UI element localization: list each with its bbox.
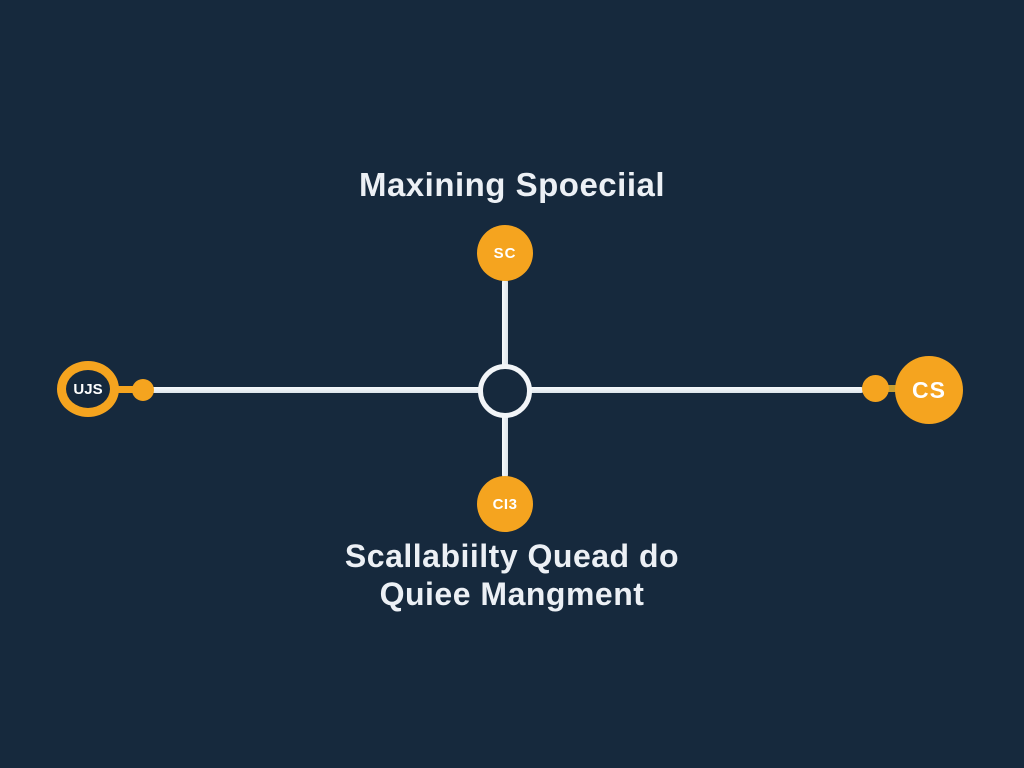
center-hub-ring bbox=[478, 364, 532, 418]
left-connector-dot bbox=[132, 379, 154, 401]
bottom-node-label: CI3 bbox=[492, 495, 518, 513]
right-node-label: CS bbox=[912, 376, 946, 403]
bottom-node: CI3 bbox=[477, 476, 533, 532]
right-connector-dot bbox=[862, 375, 889, 402]
caption-line-2: Quiee Mangment bbox=[379, 576, 645, 612]
left-connector-stub bbox=[110, 386, 138, 393]
top-node: SC bbox=[477, 225, 533, 281]
left-node-ring: UJS bbox=[57, 361, 119, 417]
caption-line-1: Scallabiilty Quead do bbox=[344, 538, 680, 574]
top-node-label: SC bbox=[493, 244, 517, 262]
diagram-title: Maxining Spoeciial bbox=[358, 166, 666, 203]
right-node: CS bbox=[895, 356, 963, 424]
left-node-label: UJS bbox=[73, 380, 103, 398]
right-connector-stub bbox=[882, 385, 902, 392]
diagram-caption: Scallabiilty Quead do Quiee Mangment bbox=[0, 537, 1024, 613]
